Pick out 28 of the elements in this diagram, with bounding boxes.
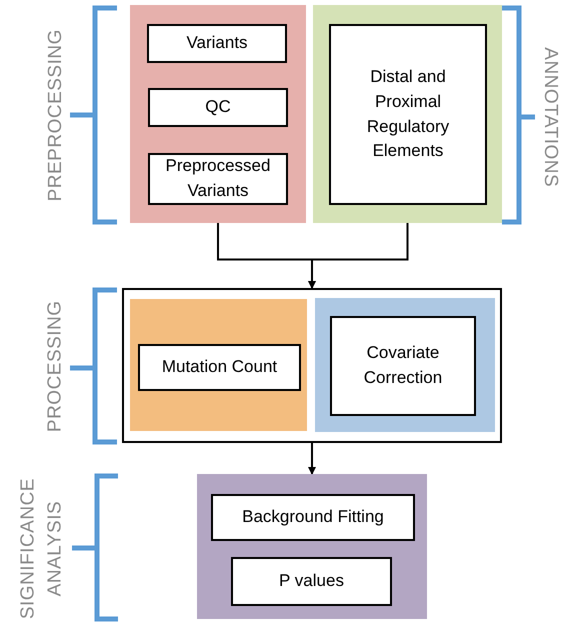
stage-panel (197, 474, 427, 619)
step-label: Preprocessed Variants (164, 155, 272, 202)
process-box (138, 344, 301, 391)
step-label: Covariate Correction (362, 342, 444, 389)
process-box (330, 316, 476, 416)
stage-panel (130, 299, 307, 431)
process-box (147, 24, 287, 63)
process-box (148, 153, 288, 205)
stage-label: SIGNIFICANCE ANALYSIS (16, 476, 66, 621)
step-label: Distal and Proximal Regulatory Elements (366, 66, 450, 162)
process-box (148, 88, 288, 127)
process-box (329, 24, 487, 205)
step-label: P values (279, 570, 344, 592)
step-label: QC (205, 96, 231, 118)
arrow (308, 223, 408, 289)
stage-label: PREPROCESSING (44, 28, 67, 201)
stage-panel (315, 298, 495, 432)
stage-label: PROCESSING (44, 300, 67, 432)
stage-label: ANNOTATIONS (539, 46, 562, 187)
process-box (211, 494, 415, 541)
step-label: Background Fitting (242, 506, 384, 528)
process-box (231, 557, 392, 606)
step-label: Mutation Count (162, 356, 278, 378)
stage-panel (313, 5, 502, 223)
step-label: Variants (186, 32, 248, 54)
stage-panel (130, 5, 306, 223)
arrow (308, 443, 316, 475)
stage-frame (122, 288, 502, 443)
